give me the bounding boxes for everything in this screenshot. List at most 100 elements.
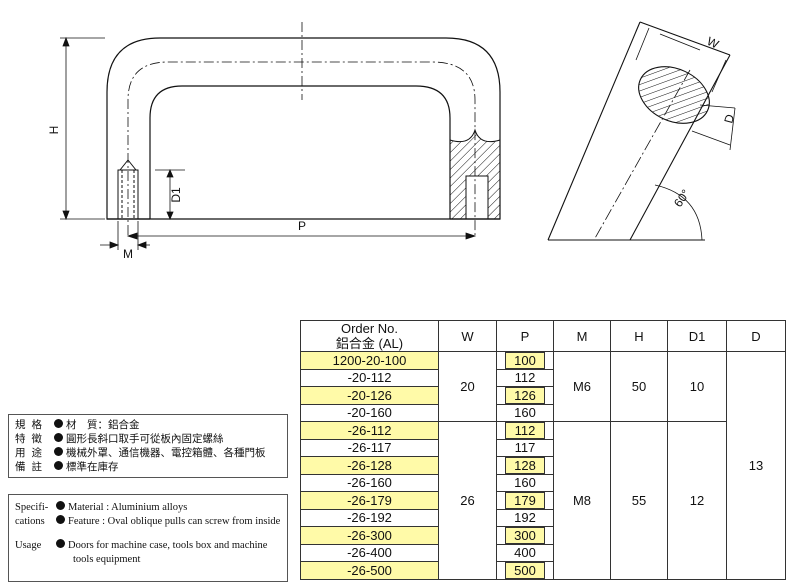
spec-value: tools equipment bbox=[73, 554, 141, 565]
order-no-cell: -20-112 bbox=[300, 368, 439, 387]
W-cell: 20 bbox=[438, 351, 497, 422]
spec-row-material: 規格 材 質：鋁合金 bbox=[15, 419, 281, 433]
table-header-row: Order No. 鋁合金 (AL) W P M H D1 D bbox=[300, 320, 786, 352]
H-cell: 50 bbox=[610, 351, 668, 422]
spec-key: 規格 bbox=[15, 420, 48, 431]
P-value: 160 bbox=[514, 405, 536, 421]
label-M: M bbox=[123, 247, 133, 261]
order-no-cell: -20-160 bbox=[300, 403, 439, 422]
table-row: -26-300 300 bbox=[300, 526, 786, 545]
spec-key: 用途 bbox=[15, 448, 48, 459]
order-no-cell: 1200-20-100 bbox=[300, 351, 439, 370]
spec-row-usage-en: Usage Doors for machine case, tools box … bbox=[15, 539, 281, 553]
D1-cell: 10 bbox=[667, 351, 727, 422]
spec-value: Feature : Oval oblique pulls can screw f… bbox=[68, 516, 281, 527]
bullet-icon bbox=[56, 515, 65, 524]
P-value: 160 bbox=[514, 475, 536, 491]
header-W: W bbox=[438, 320, 497, 352]
spec-row-note: 備註 標準在庫存 bbox=[15, 461, 281, 475]
table-row: -20-160 160 bbox=[300, 403, 786, 422]
header-D1: D1 bbox=[667, 320, 727, 352]
label-H: H bbox=[47, 126, 61, 135]
P-cell: 400 bbox=[496, 543, 554, 562]
P-cell: 192 bbox=[496, 508, 554, 527]
oval-section bbox=[638, 66, 710, 124]
label-D: D bbox=[721, 112, 737, 124]
P-cell: 112 bbox=[496, 421, 554, 440]
spec-key: Specifi- bbox=[15, 502, 49, 513]
table-row: -26-179 179 bbox=[300, 491, 786, 510]
dimension-table: Order No. 鋁合金 (AL) W P M H D1 D 1200-20-… bbox=[300, 320, 786, 580]
order-no-cell: -20-126 bbox=[300, 386, 439, 405]
spec-row-material-en: Specifi- Material : Aluminium alloys bbox=[15, 501, 281, 515]
spec-value: Material : Aluminium alloys bbox=[68, 502, 188, 513]
label-W: W bbox=[705, 34, 722, 52]
spec-row-usage-en-cont: tools equipment bbox=[15, 553, 281, 567]
P-value: 128 bbox=[505, 456, 545, 474]
table-row: -20-126 126 bbox=[300, 386, 786, 405]
header-H: H bbox=[610, 320, 668, 352]
order-no-cell: -26-300 bbox=[300, 526, 439, 545]
order-no-cell: -26-179 bbox=[300, 491, 439, 510]
H-cell: 55 bbox=[610, 421, 668, 580]
P-value: 117 bbox=[514, 440, 536, 456]
W-cell: 26 bbox=[438, 421, 497, 580]
spec-box-english: Specifi- Material : Aluminium alloys cat… bbox=[8, 494, 288, 582]
P-value: 112 bbox=[514, 370, 536, 386]
table-row: -26-112 26 112 M8 55 12 bbox=[300, 421, 786, 580]
P-value: 179 bbox=[505, 491, 545, 509]
bullet-icon bbox=[54, 419, 63, 428]
P-cell: 179 bbox=[496, 491, 554, 510]
spec-key: 特徵 bbox=[15, 434, 48, 445]
P-cell: 160 bbox=[496, 473, 554, 492]
P-value: 100 bbox=[505, 351, 545, 369]
table-row: -26-192 192 bbox=[300, 508, 786, 527]
header-P: P bbox=[496, 320, 554, 352]
bullet-icon bbox=[54, 461, 63, 470]
P-cell: 117 bbox=[496, 438, 554, 457]
spec-row-usage: 用途 機械外罩、通信機器、電控箱體、各種門板 bbox=[15, 447, 281, 461]
table-row: -26-128 128 bbox=[300, 456, 786, 475]
D1-cell: 12 bbox=[667, 421, 727, 580]
handle-inner-profile bbox=[149, 85, 451, 219]
D-cell: 13 bbox=[726, 351, 786, 580]
P-value: 192 bbox=[514, 510, 536, 526]
label-P: P bbox=[298, 219, 306, 233]
spec-value: 機械外罩、通信機器、電控箱體、各種門板 bbox=[66, 448, 266, 459]
P-value: 126 bbox=[505, 386, 545, 404]
P-cell: 160 bbox=[496, 403, 554, 422]
label-angle: 60° bbox=[671, 187, 693, 210]
spec-row-feature: 特徵 圓形長斜口取手可從板內固定螺絲 bbox=[15, 433, 281, 447]
table-row: -26-160 160 bbox=[300, 473, 786, 492]
spec-value: 標準在庫存 bbox=[66, 462, 119, 473]
bullet-icon bbox=[54, 447, 63, 456]
P-cell: 126 bbox=[496, 386, 554, 405]
bullet-icon bbox=[56, 539, 65, 548]
order-no-cell: -26-128 bbox=[300, 456, 439, 475]
spec-key: 備註 bbox=[15, 462, 48, 473]
handle-technical-drawing: H D1 M P W D 60° bbox=[47, 21, 737, 261]
P-cell: 500 bbox=[496, 561, 554, 580]
header-order-label: Order No. bbox=[340, 321, 399, 336]
M-cell: M8 bbox=[553, 421, 611, 580]
P-value: 112 bbox=[505, 421, 545, 439]
order-no-cell: -26-112 bbox=[300, 421, 439, 440]
order-no-cell: -26-400 bbox=[300, 543, 439, 562]
label-D1: D1 bbox=[169, 187, 183, 203]
spec-value: 圓形長斜口取手可從板內固定螺絲 bbox=[66, 434, 224, 445]
handle-outer-profile bbox=[106, 37, 501, 220]
header-order-material: 鋁合金 (AL) bbox=[335, 336, 404, 351]
P-cell: 100 bbox=[496, 351, 554, 370]
spec-value: Doors for machine case, tools box and ma… bbox=[68, 540, 268, 551]
P-value: 500 bbox=[505, 561, 545, 579]
table-row: -26-500 500 bbox=[300, 561, 786, 580]
spec-key: Usage bbox=[15, 540, 42, 551]
spec-box-chinese: 規格 材 質：鋁合金 特徵 圓形長斜口取手可從板內固定螺絲 用途 機械外罩、通信… bbox=[8, 414, 288, 478]
bullet-icon bbox=[56, 501, 65, 510]
spec-key: cations bbox=[15, 516, 45, 527]
spec-value: 材 質：鋁合金 bbox=[66, 420, 140, 431]
bullet-icon bbox=[54, 433, 63, 442]
P-value: 400 bbox=[514, 545, 536, 561]
header-D: D bbox=[726, 320, 786, 352]
P-cell: 300 bbox=[496, 526, 554, 545]
